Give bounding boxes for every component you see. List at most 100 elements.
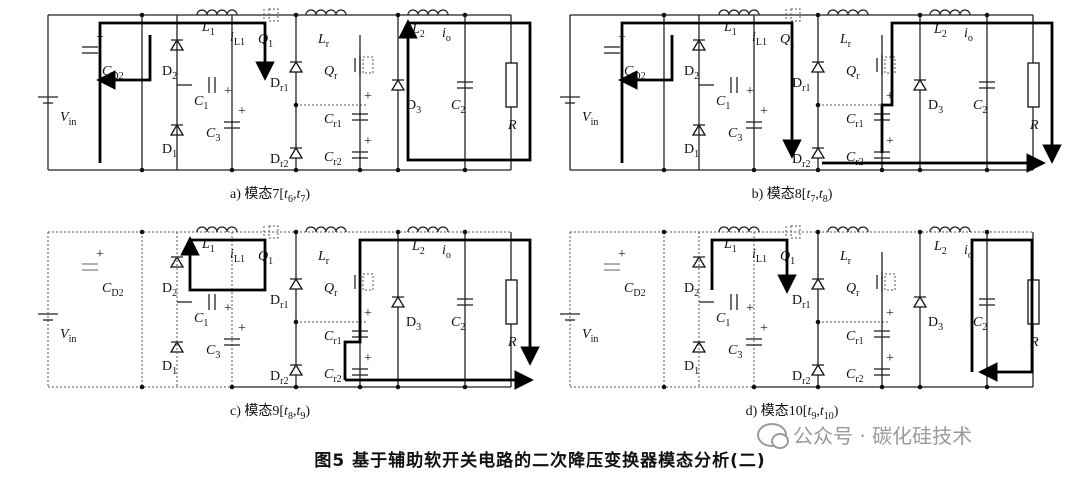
c1-plus: + (224, 84, 232, 99)
d1-label: D1 (684, 142, 699, 160)
dr2-label: Dr2 (270, 152, 288, 170)
dr1-diode (810, 60, 826, 73)
vin-label: Vin (582, 327, 598, 345)
current-path (98, 21, 275, 163)
il1-label: iL1 (752, 30, 767, 48)
cr2-label: Cr2 (846, 150, 864, 168)
q1-switch (263, 225, 279, 239)
l2-label: L2 (933, 239, 947, 257)
d3-label: D3 (928, 98, 943, 116)
cr1-plus: + (886, 306, 894, 321)
cr2-plus: + (886, 351, 894, 366)
lr-label: Lr (839, 32, 852, 50)
dr2-diode (288, 363, 304, 376)
cd2-plus: + (96, 247, 104, 262)
cr2-label: Cr2 (324, 367, 342, 385)
d3-label: D3 (928, 315, 943, 333)
r-label: R (1029, 118, 1039, 133)
panel-caption: a) 模态7[t6,t7) (230, 186, 310, 205)
cr2-plus: + (886, 134, 894, 149)
lr-label: Lr (317, 249, 330, 267)
l2-label: L2 (933, 22, 947, 40)
io-label: io (964, 243, 973, 261)
c2-capacitor (457, 298, 473, 306)
l1-label: L1 (723, 20, 737, 38)
c1-label: C1 (716, 94, 730, 112)
qr-mosfet (876, 55, 896, 75)
q1-switch (785, 225, 801, 239)
c2-capacitor (979, 81, 995, 89)
c2-label: C2 (973, 315, 987, 333)
panel-caption: d) 模态10[t9,t10) (746, 403, 839, 422)
cr2-label: Cr2 (846, 367, 864, 385)
l2-inductor (929, 9, 971, 16)
dr2-label: Dr2 (792, 152, 810, 170)
cr2-capacitor (874, 368, 890, 376)
l2-inductor (929, 226, 971, 233)
cr1-capacitor (352, 113, 368, 121)
c3-plus: + (760, 321, 768, 336)
il1-label: iL1 (230, 30, 245, 48)
vin-label: Vin (60, 110, 76, 128)
watermark: 公众号 · 碳化硅技术 (757, 420, 972, 449)
vin-source (38, 96, 58, 104)
c1-capacitor (208, 294, 216, 310)
c1-capacitor (730, 77, 738, 93)
d2-label: D2 (684, 64, 699, 82)
l1-inductor (196, 226, 238, 233)
dr1-label: Dr1 (792, 293, 810, 311)
cr1-plus: + (886, 89, 894, 104)
l1-label: L1 (201, 237, 215, 255)
qr-mosfet (354, 272, 374, 292)
d3-label: D3 (406, 315, 421, 333)
io-label: io (964, 26, 973, 44)
l1-inductor (196, 9, 238, 16)
d3-diode (390, 78, 406, 91)
cr2-capacitor (352, 368, 368, 376)
c3-plus: + (238, 321, 246, 336)
q1-label: Q1 (780, 249, 795, 267)
d3-label: D3 (406, 98, 421, 116)
cr1-plus: + (364, 89, 372, 104)
current-path (398, 19, 532, 162)
c1-plus: + (746, 84, 754, 99)
qr-label: Qr (846, 281, 860, 299)
l2-label: L2 (411, 22, 425, 40)
c1-capacitor (208, 77, 216, 93)
l1-inductor (718, 226, 760, 233)
panel-caption: c) 模态9[t8,t9) (230, 403, 310, 422)
wechat-icon (757, 422, 789, 449)
vin-source (560, 96, 580, 104)
current-path (180, 236, 267, 292)
dr2-label: Dr2 (792, 369, 810, 387)
lr-inductor (827, 226, 869, 233)
qr-mosfet (876, 272, 896, 292)
lr-inductor (305, 9, 347, 16)
l2-inductor (407, 226, 449, 233)
d1-diode (691, 340, 707, 353)
cd2-capacitor (604, 46, 620, 54)
cr2-plus: + (364, 134, 372, 149)
dr1-diode (810, 277, 826, 290)
c1-label: C1 (194, 94, 208, 112)
cr1-label: Cr1 (324, 329, 342, 347)
vin-label: Vin (582, 110, 598, 128)
c1-plus: + (224, 301, 232, 316)
qr-mosfet (354, 55, 374, 75)
c3-label: C3 (206, 343, 220, 361)
c2-label: C2 (973, 98, 987, 116)
io-label: io (442, 243, 451, 261)
cd2-capacitor (82, 46, 98, 54)
cd2-capacitor (604, 263, 620, 271)
c1-label: C1 (716, 311, 730, 329)
r-label: R (507, 335, 517, 350)
l2-inductor (407, 9, 449, 16)
d3-diode (390, 295, 406, 308)
d1-diode (169, 340, 185, 353)
c3-capacitor (746, 121, 762, 129)
c3-capacitor (746, 338, 762, 346)
q1-switch (263, 8, 279, 22)
dr2-label: Dr2 (270, 369, 288, 387)
